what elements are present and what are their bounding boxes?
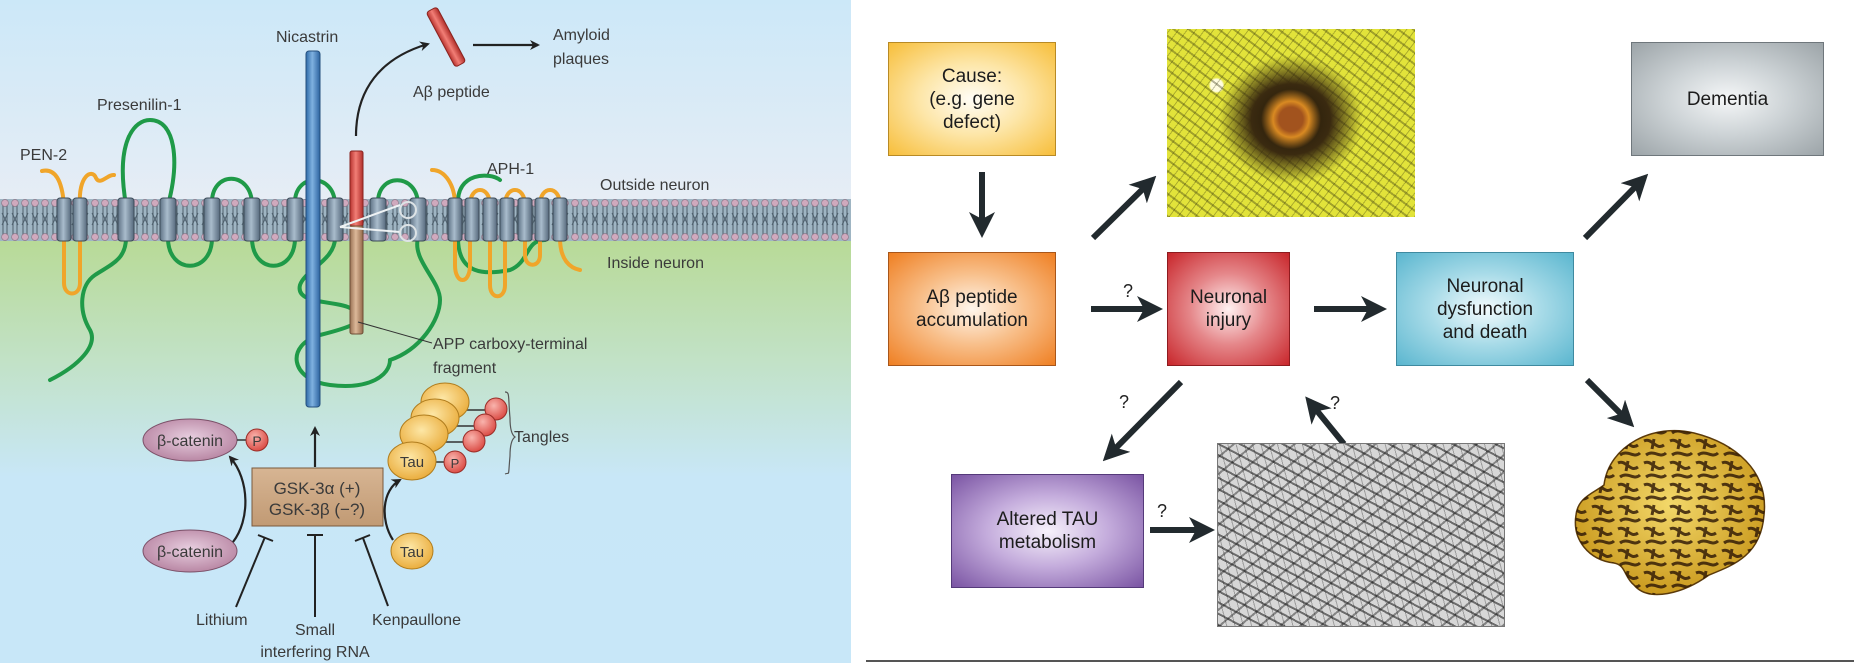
abeta-peptide-icon: [426, 7, 466, 67]
abeta-segment-rod: [349, 150, 364, 227]
label-phosphate-catenin: P: [252, 433, 261, 449]
arrow-abeta-to-plaque: [1090, 175, 1157, 241]
label-beta-catenin-top: β-catenin: [157, 433, 223, 450]
box-dementia: Dementia: [1631, 42, 1824, 156]
label-beta-catenin-bottom: β-catenin: [157, 544, 223, 561]
presenilin-1-protein: [48, 117, 547, 388]
qmark-abeta-to-injury: ?: [1123, 281, 1133, 301]
label-amyloid-line1: Amyloid: [553, 27, 610, 44]
arrow-dysfunction-to-dementia: [1582, 173, 1649, 241]
label-aph-1: APH-1: [487, 161, 534, 178]
label-tau-free: Tau: [400, 544, 424, 561]
label-gsk3-beta: GSK-3β (−?): [269, 500, 365, 519]
tau-tangle-stack: [387, 382, 508, 481]
tau-phosphorylation-arrow: [383, 479, 402, 541]
arrow-injury-to-tau: [1102, 379, 1184, 462]
arrow-tangles-to-injury: [1305, 396, 1347, 446]
inhibitor-lines: [235, 534, 389, 617]
left-panel-gamma-secretase-diagram: Nicastrin Presenilin-1 PEN-2 APH-1 Aβ pe…: [0, 0, 851, 663]
box-cause: Cause: (e.g. gene defect): [888, 42, 1056, 156]
aph1-transmembrane-domains: [447, 197, 568, 242]
box-altered-tau-metabolism: Altered TAU metabolism: [951, 474, 1144, 588]
label-lithium: Lithium: [196, 612, 248, 629]
label-tau-tangle: Tau: [400, 454, 424, 471]
label-kenpaullone: Kenpaullone: [372, 612, 461, 629]
label-phosphate-tau: P: [451, 456, 460, 471]
app-pointer-line: [357, 321, 433, 344]
label-nicastrin: Nicastrin: [276, 29, 338, 46]
scissors-icon: [339, 201, 417, 242]
tau-free: [390, 532, 434, 570]
nicastrin-rod: [305, 50, 321, 408]
flow-arrows-svg: ? ? ? ?: [969, 172, 1649, 543]
catenin-phosphorylation-arrow: [228, 455, 247, 543]
tangles-brace: [504, 391, 517, 475]
label-pen-2: PEN-2: [20, 147, 67, 164]
phosphate-catenin-icon: [245, 428, 269, 452]
label-gsk3-alpha: GSK-3α (+): [274, 479, 361, 498]
brain-image: [1574, 429, 1766, 596]
cleavage-release-arrow: [354, 41, 430, 137]
label-amyloid-line2: plaques: [553, 51, 609, 68]
label-app-ctf-line2: fragment: [433, 360, 497, 377]
qmark-injury-to-tau: ?: [1119, 392, 1129, 412]
label-inside-neuron: Inside neuron: [607, 255, 704, 272]
qmark-tangles-to-injury: ?: [1330, 393, 1340, 413]
label-tangles: Tangles: [514, 429, 569, 446]
neurofibrillary-tangles-image: [1217, 443, 1505, 627]
label-presenilin-1: Presenilin-1: [97, 97, 182, 114]
beta-catenin-unphosphorylated: [142, 529, 238, 573]
app-ctf-rod: [349, 225, 364, 335]
label-abeta-peptide: Aβ peptide: [413, 84, 490, 101]
box-neuronal-dysfunction-death: Neuronal dysfunction and death: [1396, 252, 1574, 366]
label-sirna-line2: interfering RNA: [260, 644, 370, 661]
label-outside-neuron: Outside neuron: [600, 177, 709, 194]
presenilin-transmembrane-domains: [56, 197, 427, 242]
qmark-tau-to-tangles: ?: [1157, 501, 1167, 521]
gamma-secretase-svg: Nicastrin Presenilin-1 PEN-2 APH-1 Aβ pe…: [0, 0, 851, 663]
bottom-rule-divider: [866, 660, 1854, 662]
arrow-dysfunction-to-brain: [1584, 377, 1635, 428]
gsk3-box: [251, 467, 384, 527]
box-abeta-accumulation: Aβ peptide accumulation: [888, 252, 1056, 366]
right-panel-pathogenesis-flowchart: ? ? ? ? Cause: (e.g. gene defect) Aβ pep…: [851, 0, 1854, 663]
box-neuronal-injury: Neuronal injury: [1167, 252, 1290, 366]
label-app-ctf-line1: APP carboxy-terminal: [433, 336, 587, 353]
amyloid-plaque-image: [1167, 29, 1415, 217]
label-sirna-line1: Small: [295, 622, 335, 639]
